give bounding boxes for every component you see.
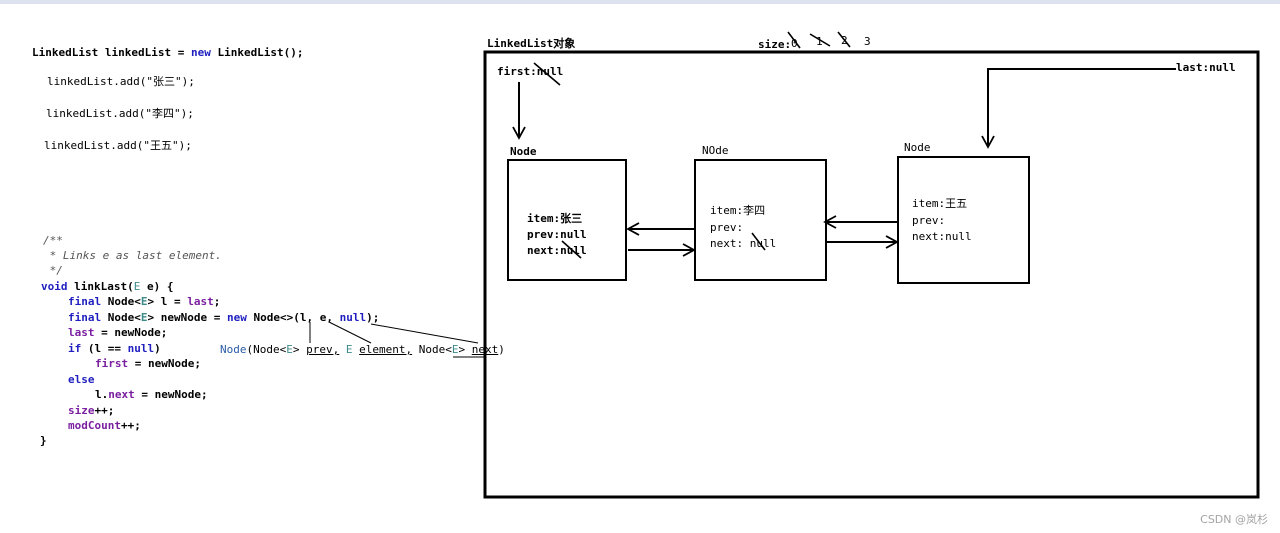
node-3-item: item:王五 bbox=[912, 197, 968, 210]
size-value-1: 1 bbox=[816, 35, 823, 48]
node-box-2 bbox=[694, 159, 827, 281]
code-line-final-newnode: final Node<E> newNode = new Node<>(l, e,… bbox=[68, 311, 380, 324]
code-line-size-inc: size++; bbox=[68, 404, 115, 417]
code-comment-text: * Links e as last element. bbox=[43, 249, 222, 262]
node-box-1 bbox=[507, 159, 627, 281]
code-comment-open: /** bbox=[43, 234, 63, 247]
node-2-title: NOde bbox=[702, 144, 729, 157]
node-3-title: Node bbox=[904, 141, 931, 154]
node-1-prev: prev:null bbox=[527, 228, 587, 241]
code-line-new-linkedlist: LinkedList linkedList = new LinkedList()… bbox=[32, 46, 304, 59]
code-line-last-assign: last = newNode; bbox=[68, 326, 168, 339]
node-1-title: Node bbox=[510, 145, 537, 158]
node2-next-null-strike bbox=[751, 232, 766, 251]
code-line-first-assign: first = newNode; bbox=[95, 357, 201, 370]
code-closing-brace: } bbox=[40, 434, 47, 447]
size-0-strike bbox=[787, 31, 801, 49]
first-null-strike bbox=[533, 62, 561, 86]
code-line-final-l: final Node<E> l = last; bbox=[68, 295, 221, 308]
node-2-item: item:李四 bbox=[710, 204, 766, 217]
node-3-prev: prev: bbox=[912, 214, 946, 227]
node-1-item: item:张三 bbox=[527, 212, 583, 225]
node-2-next: next: null bbox=[710, 237, 777, 250]
linkedlist-object-title: LinkedList对象 bbox=[487, 37, 576, 50]
code-line-add-2: linkedList.add("李四"); bbox=[46, 107, 194, 120]
node-box-3 bbox=[897, 156, 1030, 284]
size-2-strike bbox=[837, 31, 851, 48]
last-pointer-arrow bbox=[981, 68, 1176, 149]
size-value-2: 2 bbox=[841, 34, 848, 47]
code-line-add-1: linkedList.add("张三"); bbox=[47, 75, 195, 88]
code-comment-close: */ bbox=[43, 264, 63, 277]
code-method-signature: void linkLast(E e) { bbox=[41, 280, 174, 293]
top-border bbox=[0, 0, 1280, 4]
last-pointer-label: last:null bbox=[1176, 61, 1236, 74]
code-line-add-3: linkedList.add("王五"); bbox=[44, 139, 192, 152]
node1-next-null-strike bbox=[561, 240, 582, 259]
linkedlist-object-box bbox=[483, 50, 1260, 499]
node-1-next: next:null bbox=[527, 244, 587, 257]
hint-next-connector bbox=[370, 323, 479, 344]
code-line-next-assign: l.next = newNode; bbox=[95, 388, 208, 401]
size-value-3: 3 bbox=[864, 35, 871, 48]
size-value-0: 0 bbox=[791, 37, 798, 50]
code-line-modcount-inc: modCount++; bbox=[68, 419, 141, 432]
hint-element-connector bbox=[328, 321, 372, 344]
code-line-if: if (l == null) bbox=[68, 342, 161, 355]
node-2-prev: prev: bbox=[710, 221, 744, 234]
code-line-else: else bbox=[68, 373, 95, 386]
size-label: size: bbox=[758, 38, 792, 51]
size-1-strike bbox=[809, 33, 831, 47]
csdn-watermark: CSDN @岚杉 bbox=[1200, 513, 1268, 526]
first-pointer-label: first:null bbox=[497, 65, 564, 78]
node-3-next: next:null bbox=[912, 230, 972, 243]
